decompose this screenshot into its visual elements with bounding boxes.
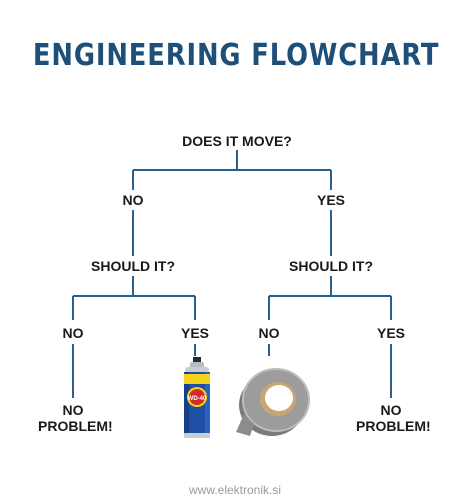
node-no-problem-right: NO PROBLEM!: [354, 402, 431, 434]
page-title: ENGINEERING FLOWCHART: [32, 38, 440, 73]
node-right-no: NO: [256, 325, 282, 341]
wd40-can-image: WD-40: [184, 357, 210, 438]
node-no: NO: [120, 192, 146, 208]
node-should-it-left: SHOULD IT?: [89, 258, 177, 274]
node-no-problem-left: NO PROBLEM!: [36, 402, 113, 434]
node-does-it-move: DOES IT MOVE?: [180, 133, 294, 149]
node-right-yes: YES: [374, 325, 408, 341]
node-left-yes: YES: [178, 325, 212, 341]
watermark: www.elektronik.si: [188, 483, 282, 497]
node-should-it-right: SHOULD IT?: [287, 258, 375, 274]
duct-tape-image: [236, 368, 310, 436]
node-left-no: NO: [60, 325, 86, 341]
wd40-label: WD-40: [188, 396, 207, 402]
node-yes: YES: [314, 192, 348, 208]
